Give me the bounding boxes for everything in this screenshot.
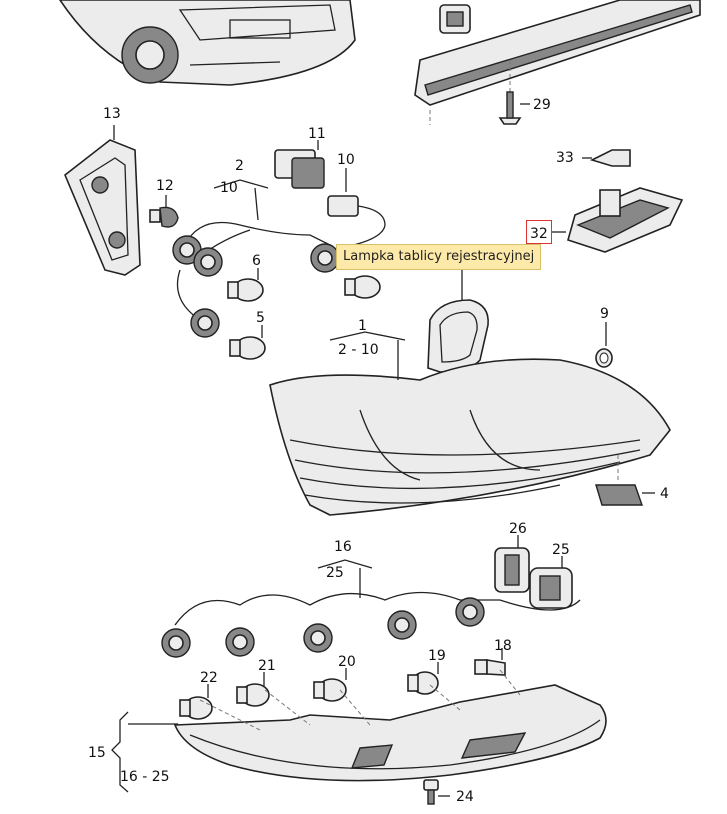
rear-bumper-light-15 (111, 669, 607, 793)
callout-24: 24 (456, 789, 474, 805)
callout-11: 11 (308, 126, 326, 142)
callout-1-range: 2 - 10 (338, 342, 379, 358)
screw-29 (498, 91, 530, 125)
callout-labels: 1 2 - 10 2 10 4 5 6 9 10 11 12 13 15 16 … (88, 97, 669, 805)
callout-13: 13 (103, 106, 121, 122)
callout-12: 12 (156, 178, 174, 194)
seal-ring-9 (595, 322, 613, 368)
callout-9: 9 (600, 306, 609, 322)
bulb-5 (229, 325, 266, 360)
gasket-13 (64, 125, 141, 276)
bulb-21 (236, 672, 270, 707)
car-rear-illustration (59, 0, 356, 86)
callout-22: 22 (200, 670, 218, 686)
callout-4: 4 (660, 486, 669, 502)
callout-29: 29 (533, 97, 551, 113)
gasket-3 (427, 270, 489, 373)
callout-10: 10 (337, 152, 355, 168)
part-tooltip: Lampka tablicy rejestracyjnej (336, 244, 542, 270)
license-plate-lamp-32 (552, 187, 684, 253)
bulb-20 (313, 668, 347, 702)
connector-25 (529, 556, 573, 609)
callout-6: 6 (252, 253, 261, 269)
callout-18: 18 (494, 638, 512, 654)
callout-33: 33 (556, 150, 574, 166)
pad-4 (595, 455, 655, 506)
callout-15: 15 (88, 745, 106, 761)
callout-2-range: 10 (220, 180, 238, 196)
callout-1: 1 (358, 318, 367, 334)
callout-25: 25 (552, 542, 570, 558)
bulb-19 (407, 662, 439, 695)
connector-11 (274, 140, 325, 189)
callout-2: 2 (235, 158, 244, 174)
wiring-harness-2 (172, 179, 340, 338)
callout-15-range: 16 - 25 (120, 769, 170, 785)
bulb-6 (227, 268, 264, 302)
callout-21: 21 (258, 658, 276, 674)
callout-5: 5 (256, 310, 265, 326)
callout-16: 16 (334, 539, 352, 555)
highlight-box-part-32 (526, 220, 552, 244)
callout-32: 32 (530, 226, 548, 242)
tail-light-housing-1 (269, 331, 671, 516)
bulb-22 (179, 684, 213, 720)
bulb-33 (582, 149, 631, 167)
wiring-harness-16 (161, 559, 581, 658)
bulb-near-10 (344, 275, 381, 299)
brake-light-bar (414, 0, 701, 125)
connector-26 (494, 535, 530, 593)
callout-20: 20 (338, 654, 356, 670)
callout-16-range: 25 (326, 565, 344, 581)
callout-19: 19 (428, 648, 446, 664)
callout-26: 26 (509, 521, 527, 537)
connector-10 (327, 168, 386, 249)
screw-24 (423, 779, 450, 805)
clip-12 (149, 195, 179, 228)
